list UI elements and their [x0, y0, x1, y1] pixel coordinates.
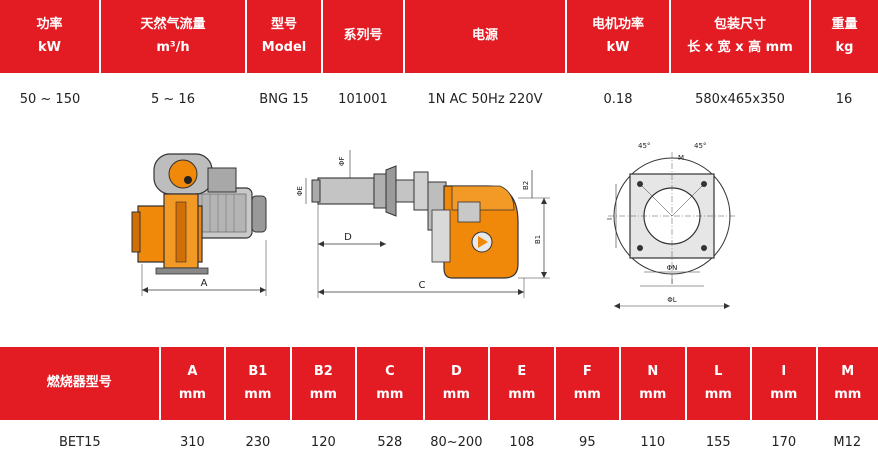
cell-power-supply: 1N AC 50Hz 220V — [404, 73, 566, 125]
dim-label-i-horizontal: I — [671, 278, 673, 286]
dim-label-a: A — [201, 278, 208, 289]
burner-front-view: ΦF ΦE D C B2 B1 — [292, 140, 562, 305]
cell-i: 170 — [751, 420, 817, 464]
cell-e: 108 — [489, 420, 555, 464]
dim-label-c: C — [419, 280, 426, 291]
header-burner-model: 燃烧器型号 — [0, 347, 161, 420]
cell-weight: 16 — [810, 73, 878, 125]
cell-f: 95 — [554, 420, 621, 464]
cell-series-number: 101001 — [322, 73, 404, 125]
cell-gas-flow: 5 ~ 16 — [100, 73, 246, 125]
dim-label-i-vertical: I — [606, 218, 614, 220]
cell-model: BNG 15 — [246, 73, 322, 125]
dim-label-b1: B1 — [534, 235, 542, 244]
cell-motor-power: 0.18 — [566, 73, 670, 125]
angle-label-left: 45° — [638, 142, 650, 150]
dim-label-phi-e: ΦE — [296, 186, 304, 196]
header-package-size: 包装尺寸长 x 宽 x 高 mm — [670, 0, 811, 73]
dim-label-d: D — [344, 232, 352, 243]
dim-label-m: M — [678, 154, 684, 162]
burner-side-view: A — [130, 140, 280, 305]
cell-burner-model: BET15 — [0, 420, 160, 464]
dim-label-phi-n: ΦN — [667, 264, 678, 272]
cell-c: 528 — [356, 420, 424, 464]
cell-a: 310 — [159, 420, 226, 464]
cell-l: 155 — [685, 420, 752, 464]
header-power-supply: 电源 — [404, 0, 567, 73]
flange-view: 45° 45° M I ΦN I ΦL — [580, 130, 740, 330]
cell-n: 110 — [620, 420, 686, 464]
cell-b1: 230 — [225, 420, 291, 464]
cell-d: 80~200 — [423, 420, 490, 464]
dim-label-b2: B2 — [522, 181, 530, 190]
header-series-number: 系列号 — [322, 0, 405, 73]
cell-power: 50 ~ 150 — [0, 73, 100, 125]
table-row: 50 ~ 150 5 ~ 16 BNG 15 101001 1N AC 50Hz… — [0, 73, 878, 125]
cell-b2: 120 — [290, 420, 357, 464]
angle-label-right: 45° — [694, 142, 706, 150]
dim-label-phi-f: ΦF — [338, 156, 346, 166]
cell-m: M12 — [816, 420, 878, 464]
table-row: BET15 310 230 120 528 80~200 108 95 110 … — [0, 420, 878, 464]
cell-package-size: 580x465x350 — [670, 73, 810, 125]
dim-label-phi-l: ΦL — [667, 296, 677, 304]
